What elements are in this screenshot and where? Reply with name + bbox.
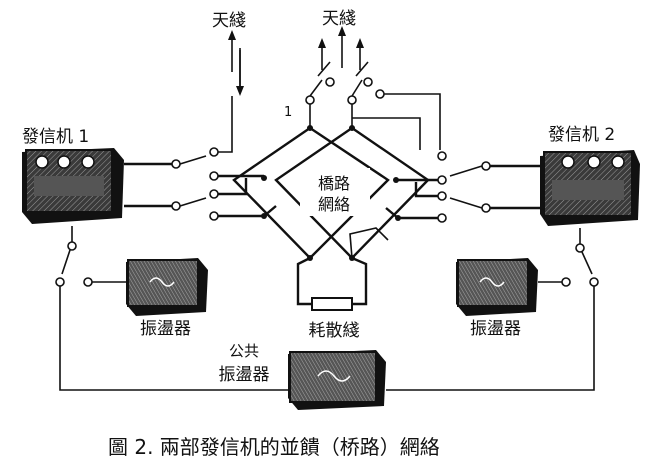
- dissipation-label: 耗散綫: [309, 321, 360, 341]
- antenna-2-label: 天綫: [322, 9, 356, 29]
- port-1-label: 1: [284, 105, 292, 120]
- antenna-2-feed: [317, 26, 369, 77]
- common-oscillator: [288, 350, 386, 410]
- oscillator-2-switch: [386, 228, 599, 391]
- oscillator-1-switch: [55, 226, 290, 391]
- antenna-1-label: 天綫: [212, 11, 246, 31]
- dissipation-load: [296, 227, 389, 311]
- figure-caption: 圖 2. 兩部發信机的並饋（桥路）網絡: [108, 435, 440, 459]
- common-osc-label-line1: 公共: [229, 342, 259, 360]
- oscillator-2-label: 振盪器: [470, 319, 521, 339]
- transmitter-2: [540, 150, 640, 226]
- oscillator-1: [126, 258, 208, 316]
- oscillator-1-label: 振盪器: [140, 319, 191, 339]
- tx-1-lines: [124, 96, 277, 221]
- oscillator-2: [456, 258, 538, 316]
- tx-2-lines: [385, 151, 540, 223]
- antenna-1-feed: [228, 30, 244, 96]
- tx-1-label: 發信机 1: [22, 127, 89, 147]
- tx-2-label: 發信机 2: [548, 125, 615, 145]
- bridge-label-line1: 橋路: [318, 174, 350, 193]
- transmitter-1: [22, 148, 124, 224]
- bridge-label-bg: [300, 168, 370, 216]
- common-osc-label-line2: 振盪器: [219, 365, 270, 385]
- bridge-top-terminals: [305, 77, 441, 150]
- bridge-label-line2: 網絡: [318, 195, 350, 214]
